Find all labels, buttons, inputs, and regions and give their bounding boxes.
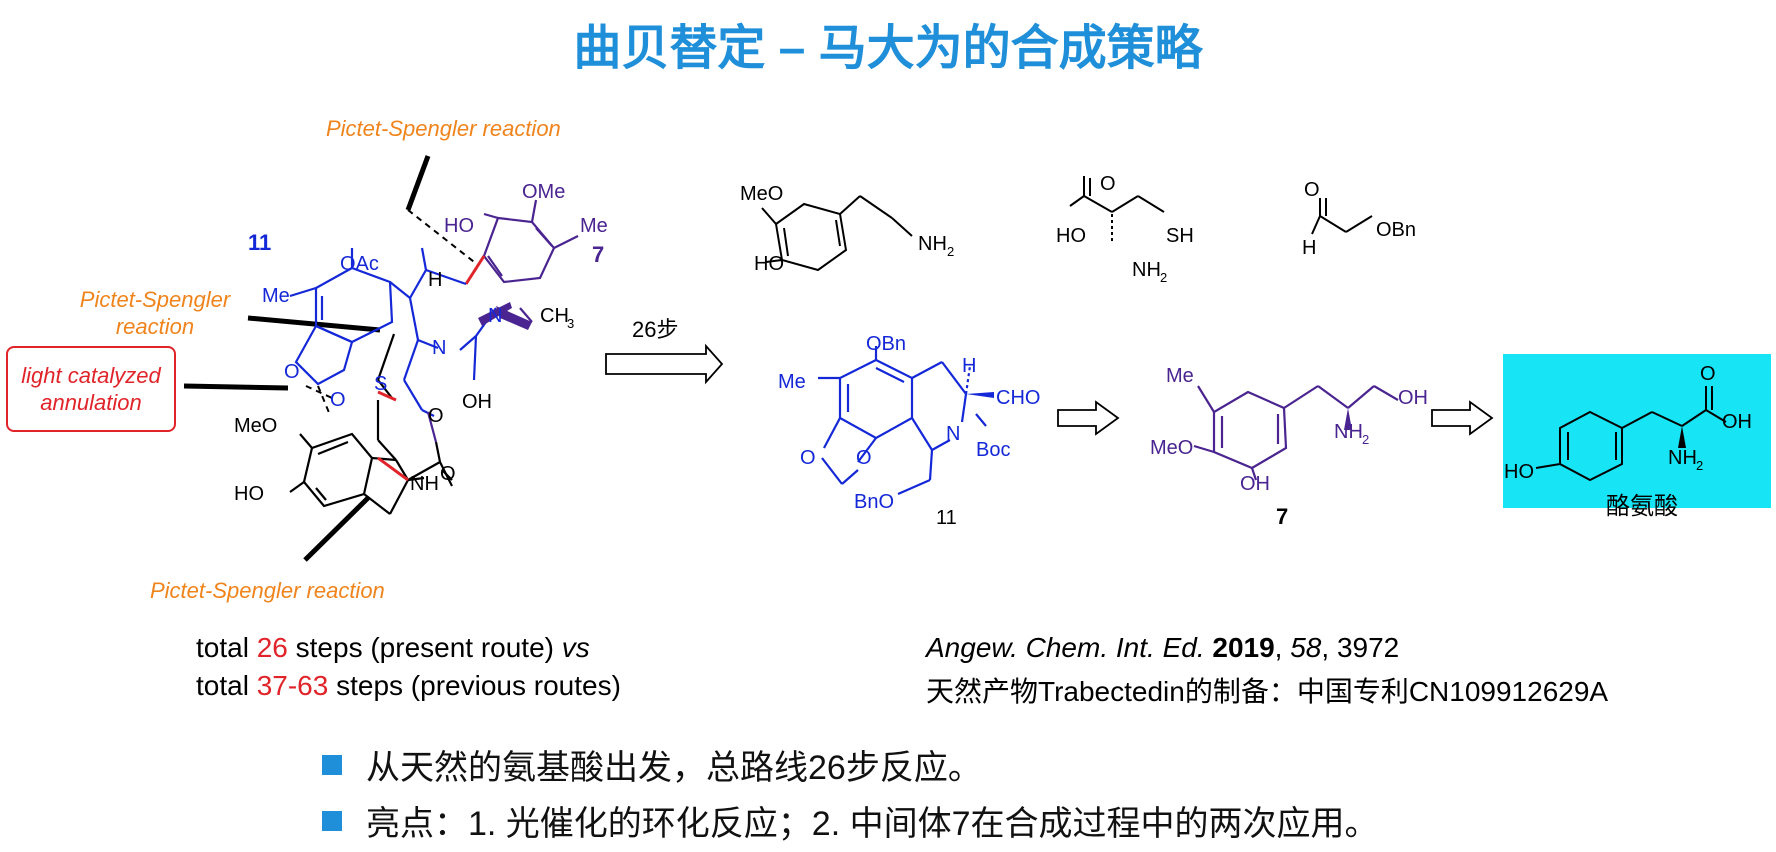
atom-n-1: N	[488, 305, 502, 327]
retro-arrows	[605, 343, 1494, 436]
pictet-spengler-top-label: Pictet-Spengler reaction	[326, 116, 561, 141]
atom-n-2: N	[432, 337, 446, 359]
atom-ald-o: O	[1304, 179, 1320, 201]
atom-7-oh2: OH	[1398, 387, 1428, 409]
atom-ch3: CH	[540, 305, 569, 327]
red-bond-bottom	[377, 456, 409, 482]
atom-meo: MeO	[234, 415, 277, 437]
bullet-square-icon	[322, 754, 342, 775]
label-7: 7	[1276, 504, 1288, 529]
atom-ald-h: H	[1302, 237, 1316, 259]
atom-11-o1: O	[800, 447, 816, 469]
wedge-tyr	[1678, 426, 1686, 448]
atom-ho-2: HO	[234, 483, 264, 505]
wedge-7	[1344, 408, 1352, 430]
atom-o-3: O	[428, 405, 444, 427]
bullet-item-2: 亮点：1. 光催化的环化反应；2. 中间体7在合成过程中的两次应用。	[322, 796, 1379, 845]
atom-11-me: Me	[778, 371, 806, 393]
atom-ch3-sub: 3	[567, 316, 574, 331]
atom-11-o2: O	[856, 447, 872, 469]
atom-7-meo: MeO	[1150, 437, 1193, 459]
tyrosine-label: 酪氨酸	[1606, 492, 1678, 520]
intermediate-7	[1193, 385, 1399, 481]
atom-ome: OMe	[522, 181, 565, 203]
atom-dopa-nh: NH	[918, 233, 947, 255]
atom-o-2: O	[330, 389, 346, 411]
atom-7-nh: NH	[1334, 421, 1363, 443]
label-11-target: 11	[248, 230, 271, 255]
reference-citation: Angew. Chem. Int. Ed. 2019, 58, 3972	[926, 632, 1400, 663]
red-bond-top	[464, 255, 486, 285]
atom-tyr-oh: OH	[1722, 411, 1752, 433]
atom-nh: NH	[410, 473, 439, 495]
atom-oac: OAc	[340, 253, 379, 275]
wedge-purple-2	[478, 302, 512, 326]
atom-dopa-ho: HO	[754, 253, 784, 275]
atom-tyr-ho: HO	[1504, 461, 1534, 483]
atom-11-boc: Boc	[976, 439, 1010, 461]
bullet-square-icon	[322, 810, 342, 831]
atom-oh: OH	[462, 391, 492, 413]
atom-11-n: N	[946, 423, 960, 445]
previous-steps: 37-63	[256, 670, 329, 701]
reference-patent: 天然产物Trabectedin的制备：中国专利CN109912629A	[926, 676, 1609, 707]
label-11: 11	[936, 507, 957, 529]
atom-cys-o: O	[1100, 173, 1116, 195]
label-7-target: 7	[592, 242, 604, 267]
atom-o-1: O	[284, 361, 300, 383]
wedge-11	[966, 392, 994, 398]
atom-s: S	[374, 373, 387, 395]
sm-dopamine	[761, 195, 913, 272]
step-count-label: 26步	[632, 317, 679, 342]
atom-11-cho: CHO	[996, 387, 1040, 409]
atom-me: Me	[262, 285, 290, 307]
atom-dopa-nh-sub: 2	[947, 244, 954, 259]
atom-cys-ho: HO	[1056, 225, 1086, 247]
atom-7-oh: OH	[1240, 473, 1270, 495]
sm-aldehyde	[1311, 198, 1373, 235]
stats-line-2: total 37-63 steps (previous routes)	[196, 670, 621, 701]
atom-7-me: Me	[1166, 365, 1194, 387]
atom-ho: HO	[444, 215, 474, 237]
sm-cysteine	[1069, 176, 1165, 244]
atom-h: H	[428, 269, 442, 291]
bullet-item-1: 从天然的氨基酸出发，总路线26步反应。	[322, 740, 982, 789]
page-title: 曲贝替定 – 马大为的合成策略	[573, 22, 1203, 75]
atom-me-2: Me	[580, 215, 608, 237]
light-catalyzed-box: light catalyzed annulation	[6, 346, 176, 432]
atom-cys-nh: NH	[1132, 259, 1161, 281]
target-ring-purple	[482, 199, 579, 323]
stats-line-1: total 26 steps (present route) vs	[196, 632, 590, 663]
tyrosine-structure	[1535, 386, 1727, 482]
atom-11-h: H	[962, 355, 976, 377]
atom-tyr-nh: NH	[1668, 447, 1697, 469]
target-lower-ring	[289, 333, 453, 515]
dashed-bonds	[305, 209, 479, 416]
atom-cys-sh: SH	[1166, 225, 1194, 247]
light-catalyzed-label: light catalyzed annulation	[21, 363, 161, 415]
disconnection-marks	[183, 155, 431, 562]
pictet-spengler-bottom-label: Pictet-Spengler reaction	[150, 578, 385, 603]
atom-cys-nh-sub: 2	[1160, 270, 1167, 285]
pictet-spengler-left-label: Pictet-Spengler reaction	[79, 287, 231, 339]
red-bond-mid	[377, 390, 397, 402]
atom-o-4: O	[440, 463, 456, 485]
atom-11-bno: BnO	[854, 491, 894, 513]
atom-tyr-o: O	[1700, 363, 1716, 385]
atom-7-nh-sub: 2	[1362, 432, 1369, 447]
atom-dopa-meo: MeO	[740, 183, 783, 205]
atom-ald-obn: OBn	[1376, 219, 1416, 241]
intermediate-11	[818, 346, 987, 496]
atom-11-obn: OBn	[866, 333, 906, 355]
present-steps: 26	[256, 632, 288, 663]
atom-tyr-nh-sub: 2	[1696, 458, 1703, 473]
tyrosine-highlight	[1503, 354, 1771, 508]
